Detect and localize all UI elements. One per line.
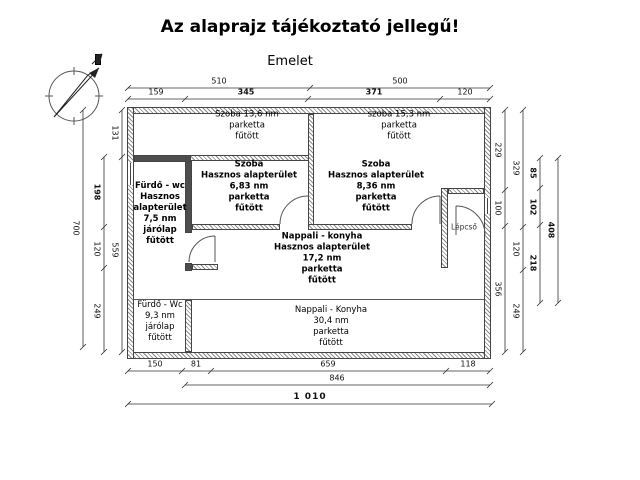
room-label-szoba-836: Szoba Hasznos alapterület 8,36 nm parket… [327, 159, 425, 214]
wall-livingroom-top-right [308, 224, 412, 230]
room-label-szoba-136: Szoba 13,6 nm parketta fűtött [215, 109, 279, 142]
dim-150: 150 [147, 359, 163, 369]
dim-118: 118 [460, 359, 476, 369]
dim-510: 510 [211, 76, 227, 86]
dim-559: 559 [110, 242, 120, 258]
dim-1010: 1 010 [293, 392, 327, 402]
dim-131: 131 [110, 125, 120, 141]
window-left-wall [127, 163, 134, 185]
room-label-furdo-75: Fürdő - wc Hasznos alapterület 7,5 nm já… [133, 181, 187, 246]
dim-329: 329 [511, 160, 521, 176]
wall-stairs-top [448, 188, 484, 194]
lower-zone-line [134, 299, 484, 300]
dim-120-left: 120 [92, 241, 102, 257]
wall-bath-right-upper [185, 161, 192, 233]
room-label-furdo-93: Fürdő - Wc 9,3 nm járólap fűtött [137, 300, 183, 343]
dim-249-left: 249 [92, 303, 102, 319]
dim-371: 371 [365, 87, 383, 97]
floor-label: Emelet [267, 54, 313, 69]
dim-249-right: 249 [511, 303, 521, 319]
wall-outer-top [127, 107, 491, 114]
wall-rooms-divider-v1 [308, 114, 314, 230]
dim-102: 102 [528, 198, 538, 216]
page-title: Az alaprajz tájékoztató jellegű! [160, 17, 460, 37]
room-label-nappali-172: Nappali - konyha Hasznos alapterület 17,… [273, 231, 371, 286]
wall-outer-bottom [127, 352, 491, 359]
dim-229: 229 [493, 142, 503, 158]
wall-lower-bath-right [185, 300, 192, 352]
dim-100: 100 [493, 200, 503, 216]
room-label-szoba-683: Szoba Hasznos alapterület 6,83 nm parket… [200, 159, 298, 214]
wall-bath-bottom-stub [192, 264, 218, 270]
dim-408: 408 [546, 221, 556, 239]
room-label-lepcso: Lépcső [450, 222, 478, 232]
window-right-wall [484, 198, 491, 214]
dim-345: 345 [237, 87, 255, 97]
dim-659: 659 [320, 359, 336, 369]
wall-bath-right-lower [185, 263, 192, 271]
dim-81: 81 [190, 359, 202, 369]
dim-218: 218 [528, 254, 538, 272]
marker-icon [95, 54, 101, 65]
room-label-nappali-304: Nappali - Konyha 30,4 nm parketta fűtött [294, 305, 368, 348]
dim-85: 85 [528, 167, 538, 179]
wall-livingroom-top-left [192, 224, 280, 230]
wall-bath-top [134, 155, 192, 162]
dim-700: 700 [71, 220, 81, 236]
wall-outer-left [127, 107, 134, 359]
wall-stairs-left [441, 188, 448, 268]
dim-120-top: 120 [457, 87, 473, 97]
dim-500: 500 [392, 76, 408, 86]
room-label-szoba-153: szoba 15,3 nm parketta fűtött [367, 109, 431, 142]
dim-159: 159 [148, 87, 164, 97]
dim-356: 356 [493, 281, 503, 297]
dim-846: 846 [329, 373, 345, 383]
dim-198: 198 [92, 183, 102, 201]
wall-outer-right [484, 107, 491, 359]
dim-120-right: 120 [511, 241, 521, 257]
door-arc-bathroom [188, 235, 216, 263]
